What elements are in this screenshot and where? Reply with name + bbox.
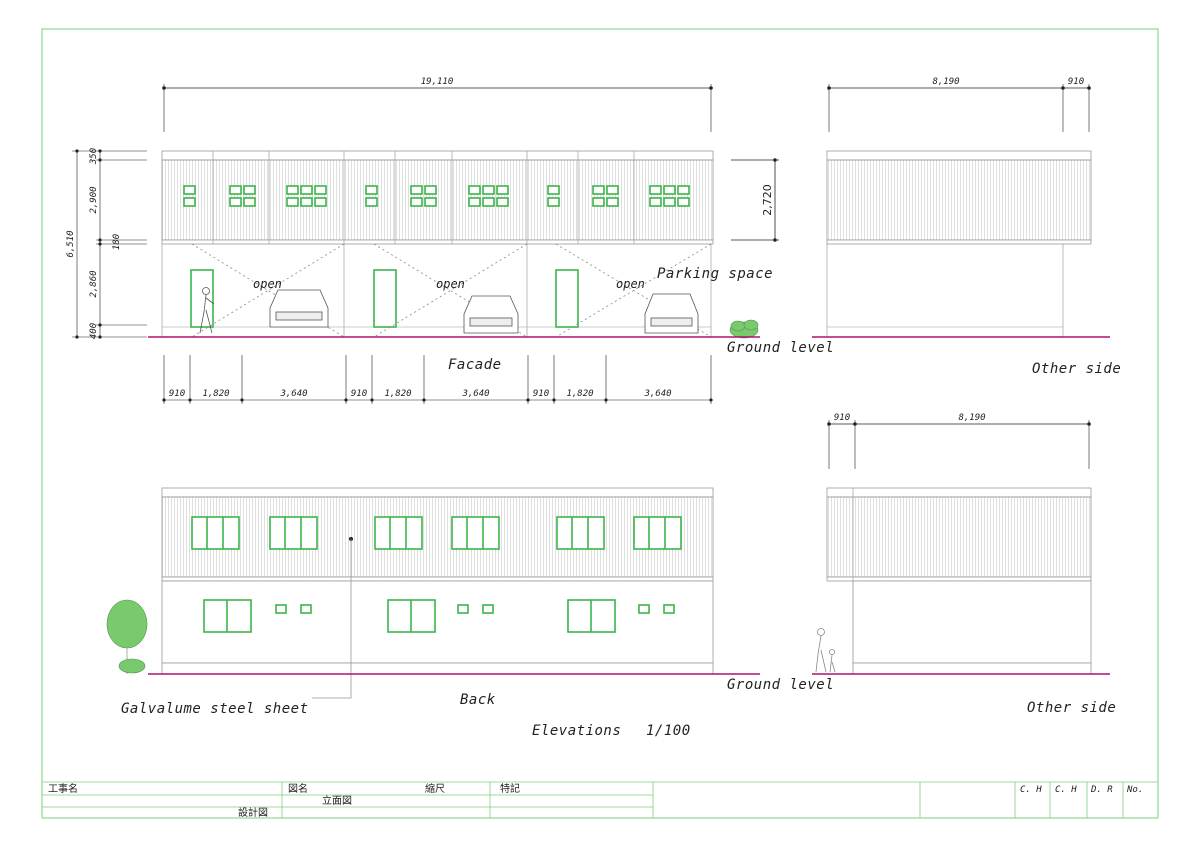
dim-overall-width: 19,110 <box>421 77 454 87</box>
dim-h-2900: 2,900 <box>89 186 99 213</box>
dim-bottom-2: 1,820 <box>202 389 229 399</box>
side1-dim-a: 8,190 <box>932 77 959 87</box>
tb-notes: 特記 <box>500 782 520 795</box>
back-label: Back <box>460 692 496 708</box>
dim-bottom-6: 3,640 <box>461 389 489 399</box>
side2-dim-b: 910 <box>834 413 850 423</box>
dim-h-180: 180 <box>112 234 122 250</box>
facade-elevation: 19,110 <box>66 77 834 404</box>
dim-height-total: 6,510 <box>66 230 76 257</box>
car-icons <box>269 289 699 334</box>
facade-doors <box>190 269 579 328</box>
side-elevation-1: 8,190 910 Other side <box>812 77 1121 377</box>
dim-bottom-3: 3,640 <box>279 389 307 399</box>
tb-check-2: C. H <box>1055 785 1077 795</box>
other-side-label-2: Other side <box>1027 700 1116 716</box>
other-side-label-1: Other side <box>1032 361 1121 377</box>
tb-drawing-title: 立面図 <box>322 794 352 807</box>
dim-h-400: 400 <box>89 323 99 339</box>
tb-project-name: 工事名 <box>48 782 78 795</box>
side1-dim-b: 910 <box>1068 77 1084 87</box>
side2-dim-a: 8,190 <box>958 413 985 423</box>
tb-number: No. <box>1126 785 1143 795</box>
ground-level-label-1: Ground level <box>727 340 834 356</box>
person-icon <box>199 287 215 334</box>
shrub-icon <box>729 319 759 339</box>
dim-h-2860: 2,860 <box>89 270 99 297</box>
open-label-1: open <box>253 277 282 291</box>
tb-scale: 縮尺 <box>425 782 445 795</box>
dim-bottom-8: 1,820 <box>566 389 593 399</box>
open-label-3: open <box>616 277 645 291</box>
parking-space-label: Parking space <box>657 266 773 282</box>
galvalume-label: Galvalume steel sheet <box>121 701 309 717</box>
scale-label: 1/100 <box>646 723 691 739</box>
dim-h-2720: 2,720 <box>761 184 774 216</box>
tree-icon <box>106 599 148 674</box>
tb-design-drawing: 設計図 <box>238 806 268 819</box>
dim-bottom-5: 1,820 <box>384 389 411 399</box>
back-windows <box>191 516 682 633</box>
facade-windows <box>183 185 690 207</box>
open-label-2: open <box>436 277 465 291</box>
side-elevation-2: 910 8,190 Other side <box>812 413 1116 716</box>
tb-drawn: D. R <box>1090 785 1113 795</box>
tb-check-1: C. H <box>1020 785 1042 795</box>
dim-bottom-7: 910 <box>533 389 549 399</box>
dim-bottom-9: 3,640 <box>643 389 671 399</box>
sheet-border <box>41 28 1159 819</box>
dim-h-350: 350 <box>89 148 99 165</box>
dim-bottom-1: 910 <box>169 389 185 399</box>
elevations-title: Elevations <box>532 723 621 739</box>
back-elevation: Ground level Back Galvalume steel sheet … <box>106 487 834 739</box>
tb-drawing-name: 図名 <box>288 782 308 795</box>
people-icon <box>815 628 836 673</box>
ground-level-label-2: Ground level <box>727 677 834 693</box>
facade-label: Facade <box>448 357 502 373</box>
dim-bottom-4: 910 <box>351 389 367 399</box>
title-block <box>42 781 1158 818</box>
